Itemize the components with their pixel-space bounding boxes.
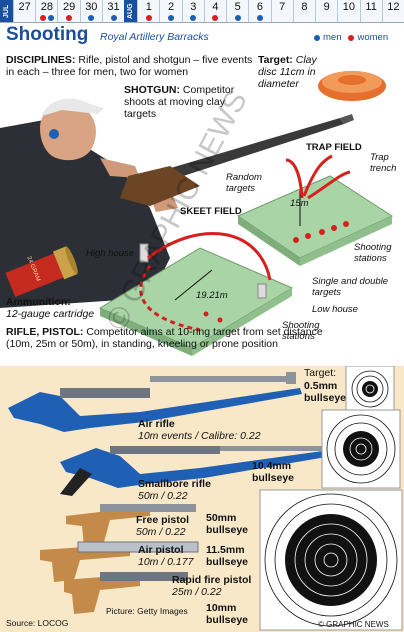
single-double-label: Single and double targets	[312, 276, 389, 298]
month-aug-label: AUG	[124, 0, 138, 22]
calendar-day: 31	[101, 0, 125, 22]
target-5-label: 10mm bullseye	[206, 602, 249, 626]
trap-trench-label: Trap trench	[370, 152, 397, 174]
air-rifle-icon	[8, 372, 302, 432]
calendar-day: 11	[359, 0, 382, 22]
month-jul-label: JUL	[0, 0, 13, 22]
rifle-pistol-text: RIFLE, PISTOL: Competitor aims at 10-rin…	[6, 326, 323, 350]
skeet-distance-label: 19.21m	[196, 290, 228, 301]
ammunition-text: Ammunition:12-gauge cartridge	[6, 296, 95, 320]
air-pistol-icon	[40, 541, 199, 582]
shotgun-illustration	[0, 71, 394, 356]
shooting-stations-label: Shooting stations	[282, 320, 320, 342]
target-heading: Target:	[304, 367, 337, 379]
schedule-calendar: JUL 27 28 29 30 31 AUG 1 2 3 4 5 6 7 8 9…	[0, 0, 404, 23]
legend-women: women	[357, 32, 389, 43]
trap-distance-label: 15m	[290, 198, 309, 209]
shooting-stations-label: Shooting stations	[354, 242, 392, 264]
page-title: Shooting	[6, 24, 89, 45]
calendar-day: 30	[79, 0, 102, 22]
calendar-day: 28	[35, 0, 58, 22]
guns-and-targets-illustration	[8, 366, 403, 631]
calendar-day: 9	[315, 0, 338, 22]
trap-field-title: TRAP FIELD	[306, 142, 362, 153]
calendar-day: 27	[13, 0, 36, 22]
women-dot-icon	[348, 34, 355, 41]
photo-credit: Picture: Getty Images	[106, 606, 188, 616]
shotgun-icon	[120, 114, 354, 206]
target-4-label: 11.5mm bullseye	[206, 544, 249, 568]
venue-label: Royal Artillery Barracks	[100, 31, 209, 43]
random-targets-label: Random targets	[226, 172, 262, 194]
source-label: Source: LOCOG	[6, 618, 69, 628]
free-pistol-icon	[66, 504, 196, 546]
skeet-field-diagram	[98, 231, 294, 356]
shotgun-text: SHOTGUN: Competitor shoots at moving cla…	[124, 84, 235, 120]
air-rifle-target-icon	[345, 366, 395, 413]
pistol-target-icon	[259, 489, 403, 631]
target-text: Target: Clay disc 11cm in diameter	[258, 54, 317, 90]
legend-men: men	[323, 32, 342, 43]
calendar-day: 6	[248, 0, 271, 22]
calendar-day: 7	[270, 0, 293, 22]
men-dot-icon	[314, 34, 320, 41]
trap-field-diagram	[236, 154, 394, 266]
legend: men women	[314, 32, 388, 43]
clay-target-icon	[318, 71, 386, 101]
target-3-label: 50mm bullseye	[206, 512, 249, 536]
calendar-day: 10	[337, 0, 360, 22]
calendar-day: 3	[181, 0, 204, 22]
smallbore-rifle-icon	[60, 446, 332, 496]
smallbore-target-icon	[321, 409, 401, 489]
calendar-day: 8	[292, 0, 316, 22]
calendar-day: 12	[381, 0, 404, 22]
disciplines-text: DISCIPLINES: Rifle, pistol and shotgun –…	[6, 54, 253, 78]
low-house-label: Low house	[312, 304, 358, 315]
rapid-fire-pistol-icon	[64, 572, 188, 614]
calendar-day: 5	[226, 0, 249, 22]
cartridge-icon	[5, 246, 78, 298]
target-1-label: 0.5mm bullseye	[304, 380, 347, 404]
copyright-label: © GRAPHIC NEWS	[318, 620, 389, 629]
high-house-label: High house	[86, 248, 135, 259]
calendar-day: 1	[137, 0, 160, 22]
calendar-day: 2	[159, 0, 182, 22]
target-2-label: 10.4mm bullseye	[252, 460, 295, 484]
skeet-field-title: SKEET FIELD	[180, 206, 242, 217]
calendar-day: 4	[203, 0, 227, 22]
calendar-day: 29	[57, 0, 80, 22]
